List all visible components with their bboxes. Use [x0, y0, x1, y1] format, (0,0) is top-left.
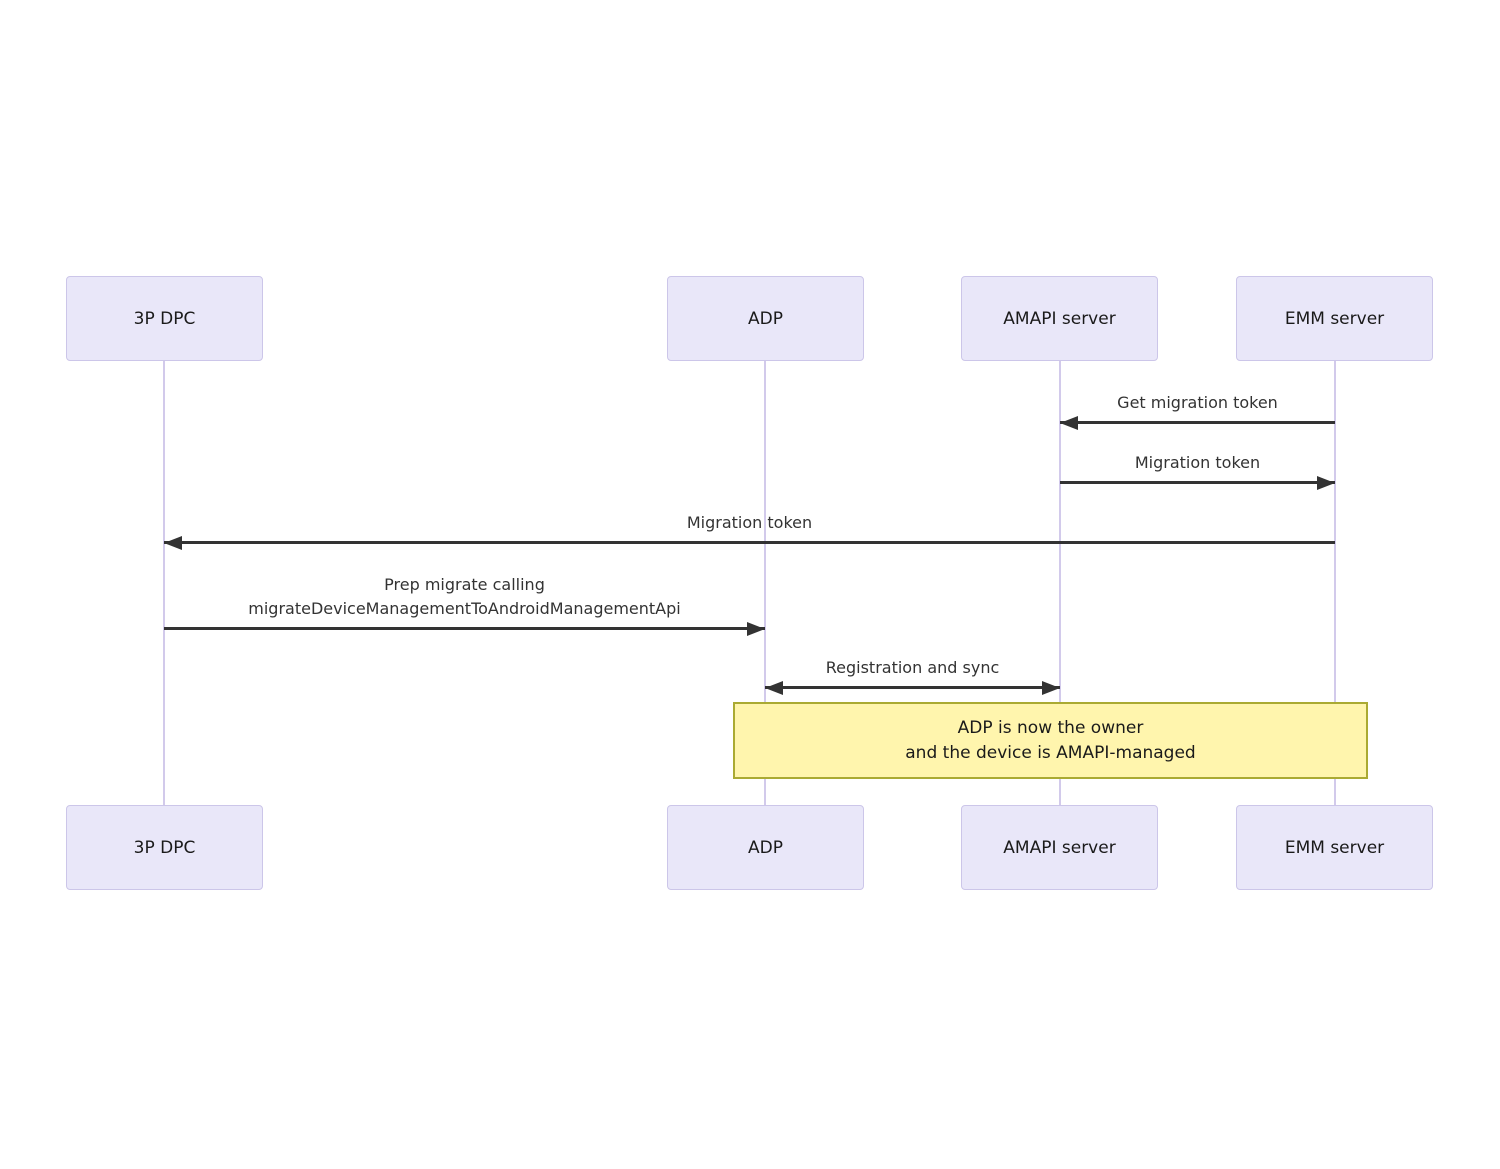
- actor-label: EMM server: [1284, 308, 1385, 329]
- note-line-1: ADP is now the owner: [957, 717, 1144, 738]
- actor-label: 3P DPC: [133, 837, 196, 858]
- actor-adp-bottom: ADP: [667, 805, 864, 890]
- lifeline-amapi-server: [1059, 361, 1061, 805]
- message-label-line-1: Prep migrate calling: [384, 575, 545, 594]
- actor-label: ADP: [748, 837, 783, 858]
- arrowhead-left-icon: [1060, 416, 1078, 430]
- actor-label: EMM server: [1284, 837, 1385, 858]
- message-line: [1060, 421, 1335, 424]
- arrowhead-right-icon: [1317, 476, 1335, 490]
- arrowhead-right-icon: [747, 622, 765, 636]
- actor-3p-dpc-bottom: 3P DPC: [66, 805, 263, 890]
- message-label: Migration token: [1134, 453, 1261, 472]
- message-label: Prep migrate calling migrateDeviceManage…: [164, 573, 765, 621]
- message-label: Migration token: [686, 513, 813, 532]
- message-line: [164, 627, 765, 630]
- lifeline-3p-dpc: [163, 361, 165, 805]
- message-label-line-2: migrateDeviceManagementToAndroidManageme…: [248, 599, 681, 618]
- note-adp-owner: ADP is now the owner and the device is A…: [733, 702, 1368, 779]
- message-line: [765, 686, 1060, 689]
- actor-label: 3P DPC: [133, 308, 196, 329]
- message-line: [164, 541, 1335, 544]
- message-line: [1060, 481, 1335, 484]
- actor-label: AMAPI server: [1003, 308, 1116, 329]
- actor-adp-top: ADP: [667, 276, 864, 361]
- actor-emm-server-bottom: EMM server: [1236, 805, 1433, 890]
- arrowhead-right-icon: [1042, 681, 1060, 695]
- actor-amapi-server-bottom: AMAPI server: [961, 805, 1158, 890]
- lifeline-adp: [764, 361, 766, 805]
- actor-amapi-server-top: AMAPI server: [961, 276, 1158, 361]
- actor-label: ADP: [748, 308, 783, 329]
- note-line-2: and the device is AMAPI-managed: [905, 742, 1196, 763]
- actor-3p-dpc-top: 3P DPC: [66, 276, 263, 361]
- actor-label: AMAPI server: [1003, 837, 1116, 858]
- lifeline-emm-server: [1334, 361, 1336, 805]
- actor-emm-server-top: EMM server: [1236, 276, 1433, 361]
- message-label: Get migration token: [1117, 393, 1278, 412]
- arrowhead-left-icon: [164, 536, 182, 550]
- message-label: Registration and sync: [825, 658, 1000, 677]
- arrowhead-left-icon: [765, 681, 783, 695]
